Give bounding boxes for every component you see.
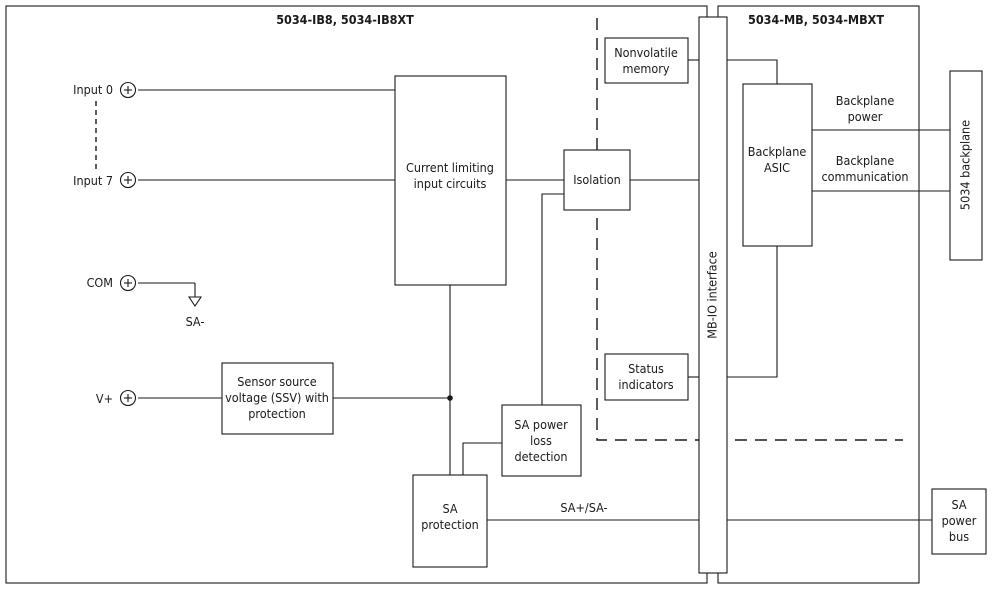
sa-protection-label-line: protection <box>421 517 478 532</box>
sa-line-label: SA+/SA- <box>560 500 607 515</box>
terminal-com-icon <box>119 274 137 292</box>
backplane-asic-block <box>742 83 813 247</box>
isolation-block <box>563 149 631 211</box>
sa-power-bus-label-line: bus <box>949 529 969 544</box>
sa-protection-label-line: SA <box>442 501 457 516</box>
backplane-power-label-line: Backplane <box>836 93 895 108</box>
backplane-comm-label-line: Backplane <box>836 153 895 168</box>
label-input0: Input 0 <box>73 82 113 97</box>
sa-power-loss-block <box>501 404 582 477</box>
nonvolatile-memory-block <box>604 37 689 84</box>
mbio-interface-label: MB-IO interface <box>705 251 720 338</box>
ssv-label-line: voltage (SSV) with <box>225 390 329 405</box>
backplane-comm-label-line: communication <box>822 169 909 184</box>
sa-power-bus-block <box>931 488 987 555</box>
sa-power-bus-label-line: power <box>942 513 977 528</box>
status-indicators-block <box>604 353 689 401</box>
status-indicators-label-line: indicators <box>618 377 673 392</box>
backplane-label: 5034 backplane <box>958 120 973 210</box>
current-limiting-label-line: Current limiting <box>406 160 494 175</box>
nonvolatile-memory-label-line: Nonvolatile <box>614 45 678 60</box>
sa-power-loss-label-line: loss <box>530 433 552 448</box>
terminal-input7-icon <box>119 171 137 189</box>
ssv-label-line: protection <box>248 406 305 421</box>
isolation-label-line: Isolation <box>573 172 621 187</box>
label-com: COM <box>87 275 113 290</box>
junction-dot <box>447 395 453 401</box>
sa-power-loss-label-line: SA power <box>514 417 568 432</box>
isolation-label: Isolation <box>573 172 621 187</box>
label-vplus: V+ <box>96 391 113 406</box>
sa-protection-block <box>412 474 488 568</box>
terminal-vplus-icon <box>119 389 137 407</box>
mbio-interface-bar <box>698 16 728 574</box>
sa-power-loss-label-line: detection <box>514 449 567 464</box>
module-title: 5034-IB8, 5034-IB8XT <box>276 12 414 27</box>
status-indicators-label-line: Status <box>628 361 664 376</box>
ssv-label-line: Sensor source <box>237 374 317 389</box>
backplane-asic-label-line: Backplane <box>748 144 807 159</box>
ssv-block <box>221 362 334 435</box>
current-limiting-label-line: input circuits <box>414 176 487 191</box>
module-enclosure <box>5 5 708 584</box>
base-title: 5034-MB, 5034-MBXT <box>748 12 884 27</box>
wiring <box>95 59 950 521</box>
current-limiting-block <box>394 75 507 286</box>
backplane-power-label-line: power <box>848 109 883 124</box>
backplane-bar <box>949 70 983 261</box>
label-sa-minus: SA- <box>186 314 205 329</box>
nonvolatile-memory-label-line: memory <box>623 61 670 76</box>
backplane-asic-label-line: ASIC <box>764 160 790 175</box>
sa-power-bus-label-line: SA <box>951 497 966 512</box>
terminal-input0-icon <box>119 81 137 99</box>
label-input7: Input 7 <box>73 173 113 188</box>
